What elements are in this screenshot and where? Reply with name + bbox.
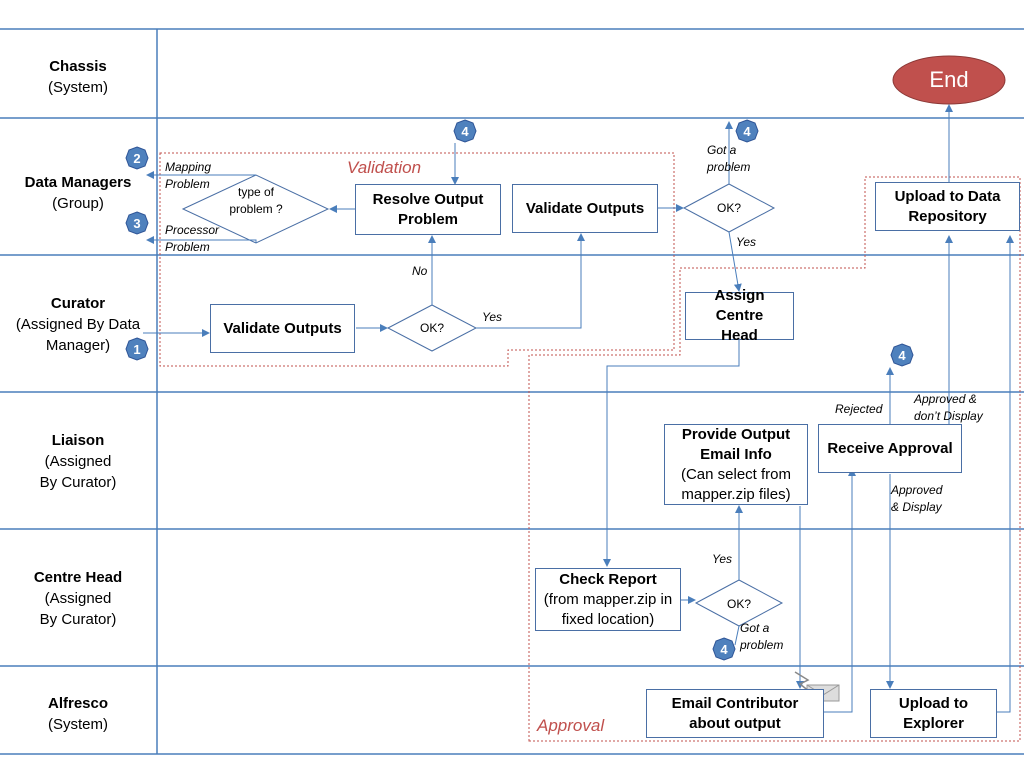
lane-label-curator: Curator (Assigned By Data Manager) — [0, 293, 156, 356]
badge-4-number: 4 — [720, 641, 728, 657]
edge-explorer-to-upload-repo — [997, 235, 1014, 713]
lane-label-centre-head: Centre Head (Assigned By Curator) — [0, 567, 156, 630]
badge-3-number: 3 — [133, 215, 141, 231]
lane-sub: (Assigned By Data Manager) — [15, 316, 141, 354]
lane-name: Curator — [50, 295, 106, 312]
upload-to-data-repository-box: Upload to Data Repository — [875, 182, 1020, 231]
box-label: Validate Outputs — [223, 319, 342, 337]
validate-outputs-dm-box: Validate Outputs — [512, 184, 658, 233]
box-label: Upload to Explorer — [898, 694, 969, 732]
ok-curator-text: OK? — [419, 321, 444, 335]
ok-decision-dm — [682, 183, 776, 233]
lane-label-data-managers: Data Managers (Group) — [0, 172, 156, 214]
lane-sub: (Group) — [52, 195, 104, 212]
lane-sub: (Assigned By Curator) — [39, 453, 117, 491]
edge-ok-yes-to-assign — [728, 231, 742, 292]
badge-2-icon — [125, 146, 149, 170]
badge-4-icon — [890, 343, 914, 367]
check-report-box: Check Report (from mapper.zip in fixed l… — [535, 568, 681, 631]
validation-region — [159, 152, 675, 367]
box-label: Resolve Output Problem — [372, 190, 484, 228]
rejected-label: Rejected — [835, 402, 883, 416]
ok-decision-centre — [694, 579, 784, 627]
lane-name: Alfresco — [47, 695, 109, 712]
lane-name: Data Managers — [24, 174, 132, 191]
type-of-problem-decision — [181, 174, 330, 244]
lane-sub: (System) — [48, 79, 108, 96]
lane-label-chassis: Chassis (System) — [0, 56, 156, 98]
badge-4-number: 4 — [898, 347, 906, 363]
box-sublabel: (Can select from mapper.zip files) — [680, 465, 792, 503]
box-label: Receive Approval — [827, 439, 953, 457]
lane-name: Liaison — [51, 432, 105, 449]
box-sublabel: (from mapper.zip in fixed location) — [543, 590, 673, 628]
yes-label: Yes — [712, 552, 733, 566]
processor-problem-label: Processor Problem — [165, 223, 220, 254]
end-label: End — [929, 67, 969, 92]
badge-1-icon — [125, 337, 149, 361]
badge-4-number: 4 — [743, 123, 751, 139]
no-label: No — [412, 264, 428, 278]
badge-4-icon — [712, 637, 736, 661]
badge-4-number: 4 — [461, 123, 469, 139]
yes-label: Yes — [482, 310, 503, 324]
ok-centre-text: OK? — [726, 597, 751, 611]
yes-label: Yes — [736, 235, 757, 249]
box-label: Validate Outputs — [525, 199, 645, 217]
assign-centre-head-box: Assign Centre Head — [685, 287, 794, 344]
lane-name: Centre Head — [33, 569, 123, 586]
type-of-problem-text: type of problem ? — [229, 185, 283, 216]
lane-name: Chassis — [49, 58, 107, 75]
lane-sub: (System) — [48, 716, 108, 733]
resolve-output-problem-box: Resolve Output Problem — [355, 184, 501, 235]
badge-1-number: 1 — [133, 341, 141, 357]
badge-4-icon — [453, 119, 477, 143]
email-contributor-box: Email Contributor about output — [646, 689, 824, 738]
edge-ok-got-problem-2 — [734, 625, 740, 646]
approval-region — [528, 176, 1021, 742]
edge-assign-to-check — [603, 340, 740, 567]
box-label: Assign Centre Head — [714, 287, 765, 344]
lane-grid — [0, 28, 1024, 755]
validation-region-label: Validation — [347, 158, 422, 177]
badge-2-number: 2 — [133, 150, 141, 166]
edge-ok-yes-to-validate-dm — [476, 233, 585, 329]
box-label: Email Contributor about output — [671, 694, 799, 732]
validate-outputs-curator-box: Validate Outputs — [210, 304, 355, 353]
ok-dm-text: OK? — [716, 201, 741, 215]
receive-approval-box: Receive Approval — [818, 424, 962, 473]
edge-email-to-receive — [824, 468, 856, 713]
lane-label-liaison: Liaison (Assigned By Curator) — [0, 430, 156, 493]
edge-type-processor — [146, 236, 257, 244]
badge-4-icon — [735, 119, 759, 143]
lane-sub: (Assigned By Curator) — [39, 590, 117, 628]
approved-dont-display-label: Approved & don’t Display — [914, 392, 983, 423]
got-a-problem-label: Got a problem — [740, 621, 784, 652]
mapping-problem-label: Mapping Problem — [165, 160, 212, 191]
lane-label-alfresco: Alfresco (System) — [0, 693, 156, 735]
box-label: Provide Output Email Info — [681, 425, 791, 463]
box-label: Check Report — [559, 570, 657, 588]
badge-3-icon — [125, 211, 149, 235]
box-label: Upload to Data Repository — [894, 187, 1001, 225]
provide-output-email-info-box: Provide Output Email Info (Can select fr… — [664, 424, 808, 505]
got-a-problem-label: Got a problem — [707, 143, 751, 174]
approval-region-label: Approval — [537, 716, 605, 735]
upload-to-explorer-box: Upload to Explorer — [870, 689, 997, 738]
approved-display-label: Approved & Display — [891, 483, 943, 514]
